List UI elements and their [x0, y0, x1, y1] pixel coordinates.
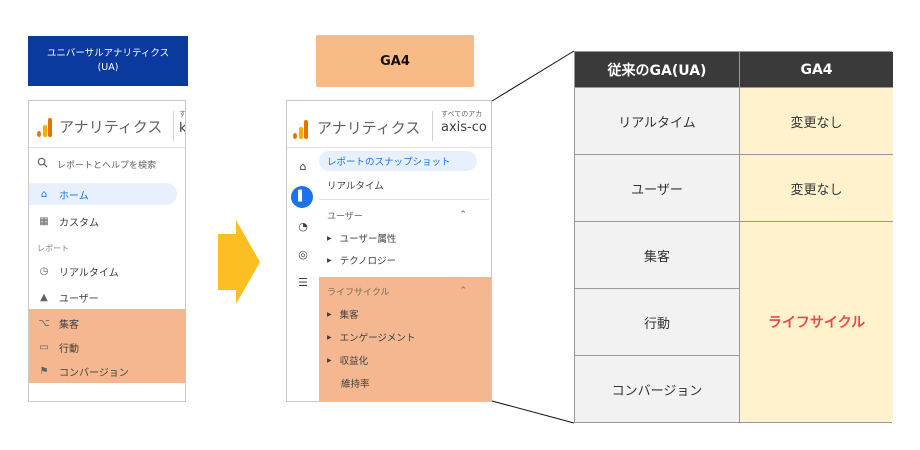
- configure-icon[interactable]: ☰: [298, 276, 308, 289]
- header-line: [287, 147, 491, 148]
- caret-right-icon: ▶: [327, 356, 332, 364]
- nav-snapshot-label: レポートのスナップショット: [327, 157, 451, 168]
- nav-engagement[interactable]: ▶ エンゲージメント: [327, 328, 415, 346]
- nav-user-attributes[interactable]: ▶ ユーザー属性: [327, 229, 396, 247]
- ua-label-line2: (UA): [97, 62, 119, 73]
- comparison-table: 従来のGA(UA) GA4 リアルタイム 変更なし ユーザー 変更なし 集客 行…: [574, 51, 893, 423]
- ua-label-line1: ユニバーサルアナリティクス: [46, 48, 170, 59]
- nav-conversion-label: コンバージョン: [59, 367, 129, 379]
- search-row[interactable]: レポートとヘルプを検索: [35, 155, 185, 173]
- ga4-label: GA4: [316, 35, 474, 87]
- nav-custom[interactable]: ▦ カスタム: [37, 211, 99, 231]
- section-users[interactable]: ユーザー ⌃: [327, 207, 467, 223]
- table-header-ga4: GA4: [740, 52, 893, 88]
- explore-icon[interactable]: ◔: [298, 220, 308, 233]
- nav-monetization-label: 収益化: [339, 356, 369, 367]
- nav-user-attributes-label: ユーザー属性: [339, 234, 397, 245]
- table-cell-ga4: 変更なし: [740, 88, 893, 155]
- app-name: アナリティクス: [59, 118, 163, 136]
- nav-behavior[interactable]: ▭ 行動: [37, 337, 79, 357]
- caret-right-icon: ▶: [327, 256, 332, 264]
- search-label: レポートとヘルプを検索: [57, 160, 157, 171]
- home-icon: ⌂: [40, 188, 48, 200]
- nav-realtime-label: リアルタイム: [327, 181, 384, 192]
- caret-right-icon: ▶: [327, 333, 332, 341]
- nav-realtime[interactable]: リアルタイム: [327, 176, 384, 194]
- nav-engagement-label: エンゲージメント: [339, 333, 416, 344]
- nav-acquisition-label: 集客: [59, 319, 79, 331]
- section-lifecycle[interactable]: ライフサイクル ⌃: [327, 283, 467, 299]
- ua-label: ユニバーサルアナリティクス (UA): [28, 36, 188, 86]
- nav-realtime[interactable]: ◷ リアルタイム: [37, 261, 119, 281]
- reports-icon[interactable]: ▌: [291, 186, 313, 208]
- nav-realtime-label: リアルタイム: [59, 267, 119, 279]
- person-icon: ▲: [40, 291, 48, 303]
- nav-acquisition-label: 集客: [339, 310, 359, 321]
- chevron-up-icon: ⌃: [459, 210, 467, 220]
- analytics-logo-icon: [37, 117, 53, 137]
- header-divider: [173, 111, 174, 141]
- nav-snapshot[interactable]: レポートのスナップショット: [319, 151, 477, 171]
- section-lifecycle-label: ライフサイクル: [327, 287, 390, 298]
- table-cell-ua: 集客: [575, 222, 740, 289]
- header-line: [29, 147, 185, 148]
- nav-home-label: ホーム: [59, 190, 89, 202]
- ua-highlight-region: [29, 309, 185, 383]
- nav-conversion[interactable]: ⚑ コンバージョン: [37, 361, 129, 381]
- nav-acquisition[interactable]: ▶ 集客: [327, 305, 359, 323]
- behavior-icon: ▭: [39, 341, 49, 353]
- nav-technology[interactable]: ▶ テクノロジー: [327, 251, 396, 269]
- account-label[interactable]: す: [179, 110, 186, 118]
- acquisition-icon: ⌥: [38, 317, 50, 329]
- search-icon: [35, 157, 49, 171]
- account-label[interactable]: すべてのアカ: [441, 110, 483, 118]
- table-cell-ua: リアルタイム: [575, 88, 740, 155]
- section-divider: [319, 199, 489, 200]
- nav-retention-label: 維持率: [341, 379, 370, 390]
- app-name: アナリティクス: [317, 119, 421, 137]
- section-users-label: ユーザー: [327, 211, 363, 222]
- account-name[interactable]: axis-co: [441, 120, 487, 135]
- nav-technology-label: テクノロジー: [339, 256, 397, 267]
- table-cell-ga4-lifecycle: ライフサイクル: [740, 222, 893, 422]
- dashboard-icon: ▦: [39, 215, 49, 227]
- home-icon[interactable]: ⌂: [299, 160, 307, 173]
- table-header-ua: 従来のGA(UA): [575, 52, 740, 88]
- ga4-sidebar-panel: アナリティクス すべてのアカ axis-co ⌂ ▌ ◔ ◎ ☰ レポートのスナ…: [286, 100, 492, 402]
- nav-retention[interactable]: 維持率: [341, 374, 370, 392]
- flag-icon: ⚑: [39, 365, 49, 377]
- account-name[interactable]: k: [179, 121, 186, 136]
- caret-right-icon: ▶: [327, 234, 332, 242]
- nav-behavior-label: 行動: [59, 343, 79, 355]
- clock-icon: ◷: [39, 265, 49, 277]
- nav-home[interactable]: ⌂ ホーム: [29, 183, 177, 205]
- analytics-logo-icon: [293, 119, 309, 139]
- caret-right-icon: ▶: [327, 310, 332, 318]
- nav-users-label: ユーザー: [59, 293, 99, 305]
- table-cell-ua: ユーザー: [575, 155, 740, 222]
- nav-acquisition[interactable]: ⌥ 集客: [37, 313, 79, 333]
- table-cell-ua: コンバージョン: [575, 356, 740, 422]
- table-cell-ga4: 変更なし: [740, 155, 893, 222]
- nav-monetization[interactable]: ▶ 収益化: [327, 351, 368, 369]
- arrow-right-icon: [218, 220, 260, 304]
- chevron-up-icon: ⌃: [459, 286, 467, 296]
- ga4-highlight-region: [319, 277, 491, 401]
- section-label-report: レポート: [37, 244, 69, 253]
- ua-sidebar-panel: アナリティクス す k レポートとヘルプを検索 ⌂ ホーム ▦ カスタム レポー…: [28, 100, 186, 402]
- header-divider: [432, 111, 433, 141]
- nav-users[interactable]: ▲ ユーザー: [37, 287, 99, 307]
- table-cell-ua: 行動: [575, 289, 740, 356]
- nav-custom-label: カスタム: [59, 217, 99, 229]
- advertising-icon[interactable]: ◎: [298, 248, 308, 261]
